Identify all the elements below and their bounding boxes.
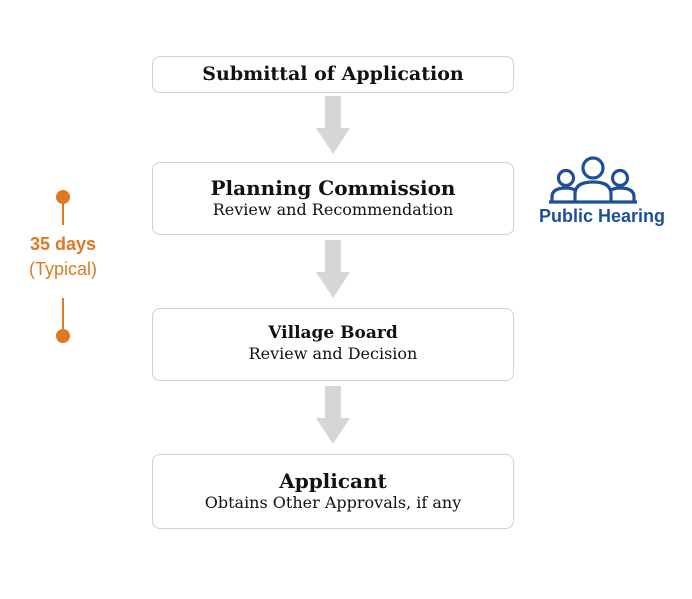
down-arrow-icon <box>316 386 350 444</box>
step-title: Planning Commission <box>210 175 456 200</box>
step-title: Village Board <box>268 323 398 344</box>
public-hearing-label: Public Hearing <box>538 206 666 226</box>
step-title: Applicant <box>279 468 387 493</box>
timeline-dot-bottom <box>56 329 70 343</box>
down-arrow-icon <box>316 96 350 154</box>
step-subtitle: Review and Recommendation <box>212 199 454 219</box>
step-subtitle: Obtains Other Approvals, if any <box>204 492 462 512</box>
timeline-dot-top <box>56 190 70 204</box>
step-applicant-box: Applicant Obtains Other Approvals, if an… <box>152 454 514 529</box>
step-planning-commission-box: Planning Commission Review and Recommend… <box>152 162 514 235</box>
step-submittal-box: Submittal of Application <box>152 56 514 93</box>
timeline-days-label: 35 days <box>29 234 97 254</box>
people-group-icon <box>546 154 640 208</box>
timeline-typical-label: (Typical) <box>28 259 97 279</box>
down-arrow-icon <box>316 240 350 298</box>
step-title: Submittal of Application <box>202 62 464 85</box>
step-village-board-box: Village Board Review and Decision <box>152 308 514 381</box>
step-subtitle: Review and Decision <box>248 343 418 363</box>
